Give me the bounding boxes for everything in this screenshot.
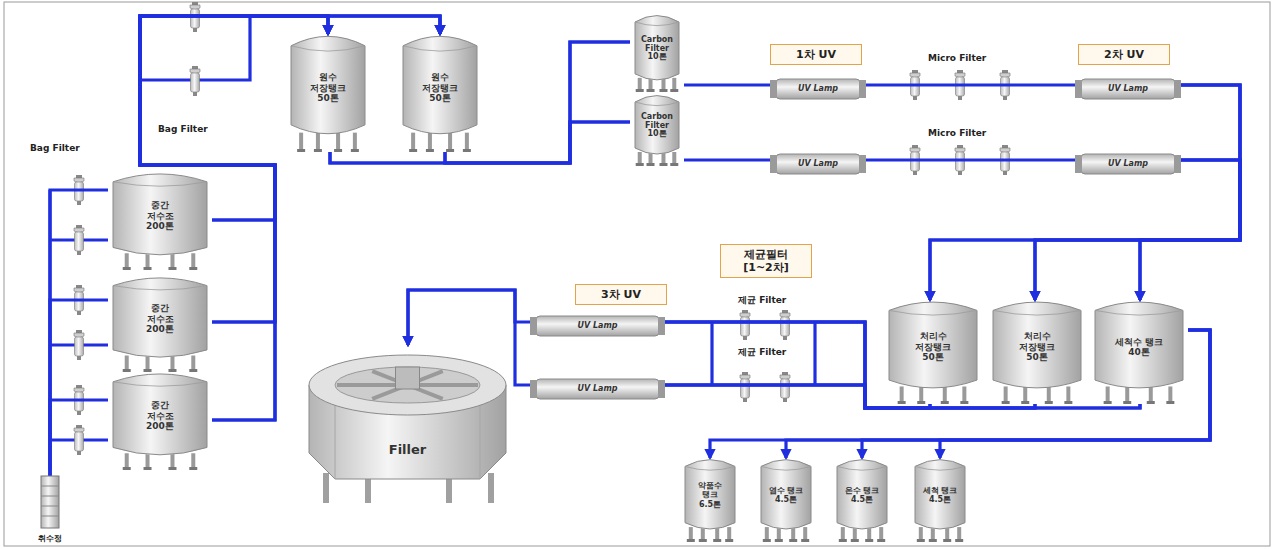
storage-tank-outline bbox=[108, 276, 212, 372]
node-text: Carbon Filter 10톤 bbox=[636, 113, 678, 147]
frame bbox=[4, 2, 1270, 546]
stage-tag: 1차 UV bbox=[770, 44, 862, 65]
node-text: Carbon Filter 10톤 bbox=[636, 36, 678, 70]
storage-tank-outline bbox=[988, 300, 1086, 404]
node-text: UV Lamp bbox=[1108, 85, 1148, 93]
node-text: 처리수 저장탱크 50톤 bbox=[907, 331, 959, 372]
pipe-connector bbox=[50, 400, 108, 476]
pipe-connector bbox=[330, 122, 630, 163]
part-label: Micro Filter bbox=[926, 128, 988, 139]
node-text: 1차 UV bbox=[776, 48, 856, 61]
pipe-connector bbox=[1035, 85, 1240, 300]
storage-tank: 중간 저수조 200톤 bbox=[108, 276, 212, 372]
node-text: UV Lamp bbox=[798, 160, 838, 168]
storage-tank: 세척수 탱크 40톤 bbox=[1090, 300, 1188, 404]
storage-tank-outline bbox=[286, 34, 370, 152]
pipe-connector bbox=[50, 190, 108, 476]
pipe-connector bbox=[930, 160, 1240, 300]
storage-tank-outline bbox=[398, 34, 482, 152]
node-text: UV Lamp bbox=[577, 385, 617, 393]
pipe-connector bbox=[930, 85, 1240, 300]
pipe-connector bbox=[866, 158, 1075, 161]
node-text: 세척 탱크 4.5톤 bbox=[922, 486, 958, 514]
storage-tank-outline bbox=[108, 172, 212, 270]
node-text: 원수 저장탱크 50톤 bbox=[304, 72, 352, 113]
storage-tank: 중간 저수조 200톤 bbox=[108, 172, 212, 270]
filler-machine-outline bbox=[305, 345, 510, 505]
pipe-connector bbox=[408, 290, 530, 345]
pipe-connector bbox=[684, 83, 770, 86]
part-label: 제균 Filter bbox=[736, 347, 788, 358]
filler-machine: Filler bbox=[305, 345, 510, 505]
node-text: UV Lamp bbox=[577, 322, 617, 330]
stage-tag: 3차 UV bbox=[575, 284, 667, 305]
small-tank: 약품수 탱크 6.5톤 bbox=[680, 458, 740, 542]
uv-lamp: UV Lamp bbox=[1075, 78, 1181, 100]
filter-icons bbox=[74, 2, 1010, 455]
uv-lamp: UV Lamp bbox=[530, 378, 665, 400]
stage-tag: 2차 UV bbox=[1078, 44, 1170, 65]
node-text: 약품수 탱크 6.5톤 bbox=[692, 481, 728, 519]
pipe-connector bbox=[140, 16, 440, 322]
storage-tank: 원수 저장탱크 50톤 bbox=[286, 34, 370, 152]
intake-well-outline bbox=[22, 476, 78, 544]
part-label: Bag Filter bbox=[156, 124, 210, 135]
node-text: Filler bbox=[348, 442, 468, 457]
small-tank: 세척 탱크 4.5톤 bbox=[910, 458, 970, 542]
carbon-filter: Carbon Filter 10톤 bbox=[630, 94, 684, 166]
node-text: 세척수 탱크 40톤 bbox=[1113, 337, 1165, 368]
node-text: 처리수 저장탱크 50톤 bbox=[1011, 331, 1063, 372]
uv-lamp: UV Lamp bbox=[530, 315, 665, 337]
uv-lamp: UV Lamp bbox=[770, 153, 866, 175]
pipe-connector bbox=[684, 158, 770, 161]
pipe-connector bbox=[665, 385, 1035, 408]
node-text: 취수정 bbox=[25, 533, 75, 544]
pipe-connector bbox=[665, 385, 1140, 408]
part-label: 제균 Filter bbox=[736, 295, 788, 306]
small-tank: 염수 탱크 4.5톤 bbox=[756, 458, 816, 542]
pipe-connector bbox=[665, 385, 930, 408]
node-text: UV Lamp bbox=[1108, 160, 1148, 168]
storage-tank: 원수 저장탱크 50톤 bbox=[398, 34, 482, 152]
node-text: 중간 저수조 200톤 bbox=[136, 303, 184, 344]
node-text: 온수 탱크 4.5톤 bbox=[844, 486, 880, 514]
pipe-connector bbox=[866, 83, 1075, 86]
pipe-connector bbox=[330, 42, 630, 163]
uv-lamp: UV Lamp bbox=[770, 78, 866, 100]
pipe-stubs bbox=[50, 16, 815, 470]
storage-tank: 처리수 저장탱크 50톤 bbox=[988, 300, 1086, 404]
pipe-connector bbox=[50, 300, 108, 476]
storage-tank-outline bbox=[884, 300, 982, 404]
node-text: 중간 저수조 200톤 bbox=[136, 400, 184, 441]
pipe-connector bbox=[1035, 160, 1240, 300]
pipe-connector bbox=[665, 322, 1035, 408]
node-text: 3차 UV bbox=[581, 288, 661, 301]
node-text: 제균필터 [1~2차] bbox=[736, 248, 796, 274]
part-label: Micro Filter bbox=[926, 53, 988, 64]
carbon-filter: Carbon Filter 10톤 bbox=[630, 14, 684, 92]
node-text: UV Lamp bbox=[798, 85, 838, 93]
node-text: 중간 저수조 200톤 bbox=[136, 200, 184, 241]
pipe-connector bbox=[445, 122, 630, 163]
node-text: 2차 UV bbox=[1084, 48, 1164, 61]
pipe-connector bbox=[1140, 85, 1240, 300]
small-tank: 온수 탱크 4.5톤 bbox=[832, 458, 892, 542]
storage-tank: 중간 저수조 200톤 bbox=[108, 372, 212, 470]
storage-tank-outline bbox=[108, 372, 212, 470]
uv-lamp: UV Lamp bbox=[1075, 153, 1181, 175]
intake-well: 취수정 bbox=[22, 476, 78, 544]
pipe-connector bbox=[1140, 160, 1240, 300]
stage-tag: 제균필터 [1~2차] bbox=[720, 244, 812, 278]
node-text: 원수 저장탱크 50톤 bbox=[416, 72, 464, 113]
node-text: 염수 탱크 4.5톤 bbox=[768, 486, 804, 514]
part-label: Bag Filter bbox=[28, 143, 82, 154]
storage-tank: 처리수 저장탱크 50톤 bbox=[884, 300, 982, 404]
